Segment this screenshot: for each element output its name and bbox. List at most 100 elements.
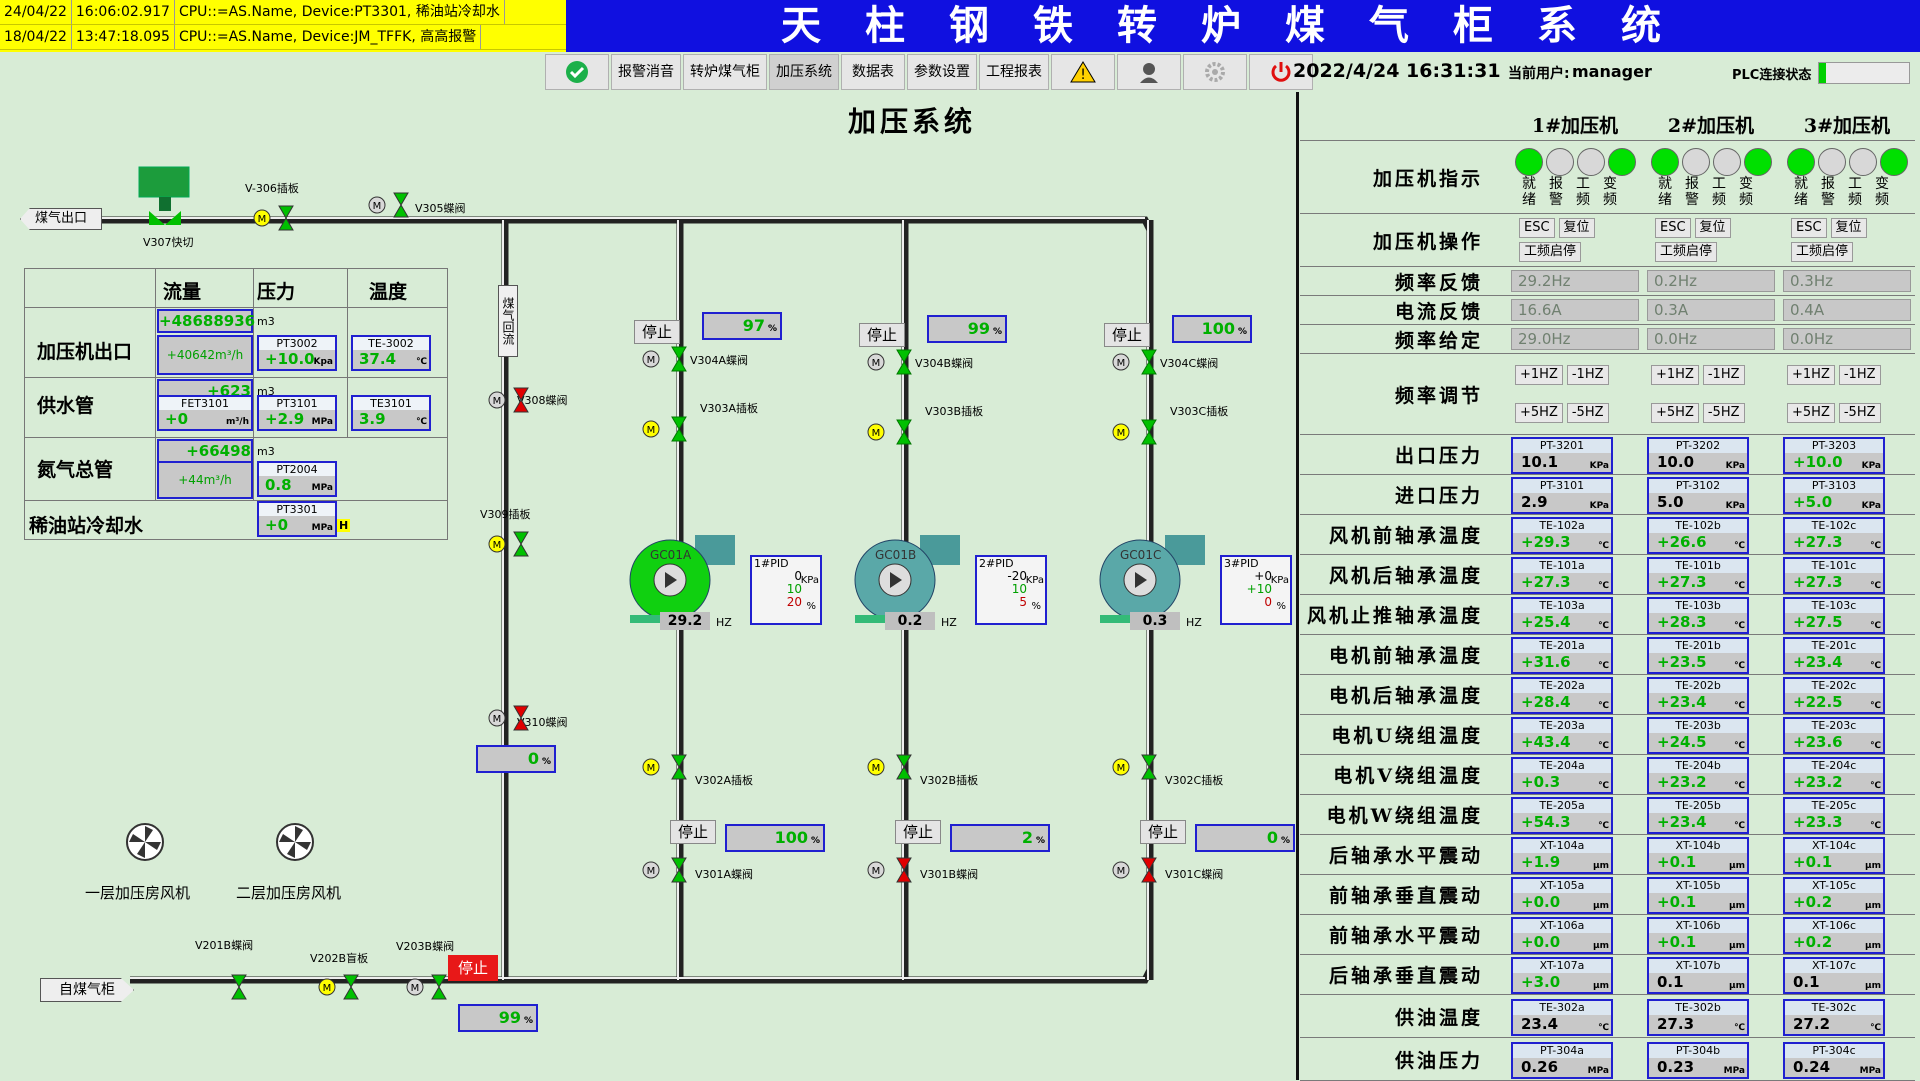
minus5hz-button[interactable]: -5HZ	[1566, 403, 1609, 423]
valve-icon[interactable]: M	[368, 190, 418, 220]
nav-converter-gasholder[interactable]: 转炉煤气柜	[683, 54, 767, 90]
sensor-box: TE-201b+23.5℃	[1647, 637, 1749, 674]
sensor-box: TE-203b+24.5℃	[1647, 717, 1749, 754]
plus5hz-button[interactable]: +5HZ	[1515, 403, 1563, 423]
power-button[interactable]	[1249, 54, 1313, 90]
valve-icon[interactable]: M	[642, 752, 692, 782]
fan-icon[interactable]	[125, 822, 165, 862]
valve-icon[interactable]: M	[867, 855, 917, 885]
user-button[interactable]	[1117, 54, 1181, 90]
sensor-box: TE-102a+29.3℃	[1511, 517, 1613, 554]
freq_fb-value: 0.2Hz	[1647, 270, 1775, 292]
svg-text:M: M	[872, 763, 881, 774]
plus5hz-button[interactable]: +5HZ	[1787, 403, 1835, 423]
esc-button[interactable]: ESC	[1519, 218, 1555, 238]
gear-icon	[1205, 62, 1225, 82]
alarm-mute-button[interactable]: 报警消音	[611, 54, 681, 90]
plus5hz-button[interactable]: +5HZ	[1651, 403, 1699, 423]
valve-icon[interactable]: M	[867, 347, 917, 377]
stop-button[interactable]: 停止	[670, 820, 716, 844]
valve-icon[interactable]: M	[1112, 752, 1162, 782]
quick-cutoff-valve-icon[interactable]	[135, 165, 201, 235]
valve-icon[interactable]: M	[867, 752, 917, 782]
warning-button[interactable]: !	[1051, 54, 1115, 90]
v308-label: V308蝶阀	[517, 394, 568, 407]
n2-total-flow: +66498	[157, 439, 253, 463]
valve-icon[interactable]: M	[642, 344, 692, 374]
sensor-box: TE-102c+27.3℃	[1783, 517, 1885, 554]
freq_fb-value: 0.3Hz	[1783, 270, 1911, 292]
esc-button[interactable]: ESC	[1655, 218, 1691, 238]
plus1hz-button[interactable]: +1HZ	[1651, 365, 1699, 385]
valve-icon[interactable]: M	[642, 414, 692, 444]
compressor-icon[interactable]	[850, 530, 970, 630]
nav-pressure-system[interactable]: 加压系统	[769, 54, 839, 90]
valve-icon[interactable]	[206, 972, 256, 1002]
reset-button[interactable]: 复位	[1558, 218, 1595, 238]
power-icon	[1271, 62, 1291, 82]
stop-button[interactable]: 停止	[1104, 323, 1150, 347]
status-lamp	[1608, 148, 1636, 176]
v301c-value: 0%	[1195, 824, 1295, 852]
minus1hz-button[interactable]: -1HZ	[1702, 365, 1745, 385]
valve-icon[interactable]: M	[642, 855, 692, 885]
minus5hz-button[interactable]: -5HZ	[1838, 403, 1881, 423]
valve-icon[interactable]: M	[488, 529, 538, 559]
valve-icon[interactable]: M	[488, 703, 538, 733]
row-label: 频率反馈	[1300, 266, 1507, 296]
minus1hz-button[interactable]: -1HZ	[1838, 365, 1881, 385]
reset-button[interactable]: 复位	[1694, 218, 1731, 238]
minus1hz-button[interactable]: -1HZ	[1566, 365, 1609, 385]
v203b-stop-button[interactable]: 停止	[448, 955, 498, 981]
plus1hz-button[interactable]: +1HZ	[1515, 365, 1563, 385]
stop-button[interactable]: 停止	[895, 820, 941, 844]
stop-button[interactable]: 停止	[859, 323, 905, 347]
fan-icon[interactable]	[275, 822, 315, 862]
sensor-box: TE-101a+27.3℃	[1511, 557, 1613, 594]
freq-adjust-cell: +1HZ-1HZ+5HZ-5HZ	[1507, 353, 1643, 435]
v202b-label: V202B盲板	[310, 952, 369, 965]
status-lamp	[1713, 148, 1741, 176]
freq-start-button[interactable]: 工频启停	[1519, 242, 1582, 262]
compressor-label: GC01A	[650, 548, 692, 562]
row-compressor-outlet: 加压机出口	[37, 341, 133, 363]
v309-label: V309插板	[480, 508, 531, 521]
stop-button[interactable]: 停止	[634, 320, 680, 344]
valve-icon[interactable]: M	[1112, 347, 1162, 377]
freq-start-button[interactable]: 工频启停	[1791, 242, 1854, 262]
row-nitrogen-main: 氮气总管	[37, 459, 114, 481]
nav-eng-report[interactable]: 工程报表	[979, 54, 1049, 90]
valve-icon[interactable]: M	[1112, 417, 1162, 447]
esc-button[interactable]: ESC	[1791, 218, 1827, 238]
freq-start-button[interactable]: 工频启停	[1655, 242, 1718, 262]
lamp-label: 变频	[1603, 176, 1617, 208]
v304b-label: V304B蝶阀	[915, 357, 974, 370]
valve-icon[interactable]: M	[1112, 855, 1162, 885]
compressor-icon[interactable]	[625, 530, 745, 630]
bypass-label: 煤气回流	[498, 285, 518, 357]
svg-text:M: M	[1117, 866, 1126, 877]
settings-button[interactable]	[1183, 54, 1247, 90]
nav-data-table[interactable]: 数据表	[841, 54, 905, 90]
valve-icon[interactable]: M	[867, 417, 917, 447]
stop-button[interactable]: 停止	[1140, 820, 1186, 844]
valve-icon[interactable]: M	[253, 203, 303, 233]
plus1hz-button[interactable]: +1HZ	[1787, 365, 1835, 385]
ack-button[interactable]	[545, 54, 609, 90]
minus5hz-button[interactable]: -5HZ	[1702, 403, 1745, 423]
valve-icon[interactable]: M	[406, 972, 456, 1002]
nav-param-settings[interactable]: 参数设置	[907, 54, 977, 90]
machine-header: 1#加压机	[1507, 108, 1643, 141]
valve-icon[interactable]: M	[488, 385, 538, 415]
reset-button[interactable]: 复位	[1830, 218, 1867, 238]
valve-icon[interactable]: M	[318, 972, 368, 1002]
